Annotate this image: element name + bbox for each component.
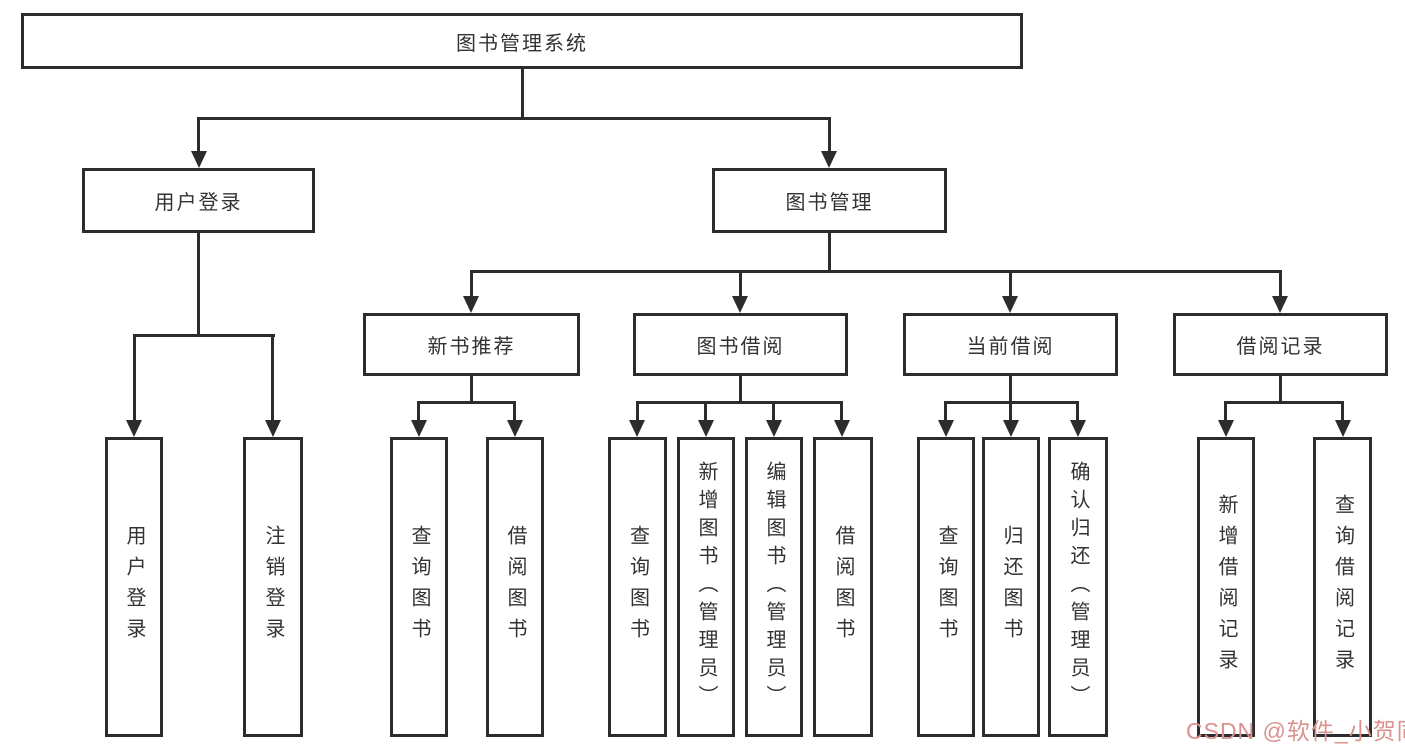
node-root-book-management-system: 图书管理系统 bbox=[21, 13, 1023, 69]
edge-current-drop-2 bbox=[1009, 401, 1012, 424]
node-user-login: 用户登录 bbox=[82, 168, 315, 233]
arrow-down-icon bbox=[1002, 296, 1018, 313]
leaf-logout: 注销登录 bbox=[243, 437, 303, 737]
edge-bookmgmt-drop-3 bbox=[1009, 270, 1012, 300]
leaf-query-borrow-record: 查询借阅记录 bbox=[1313, 437, 1372, 737]
arrow-down-icon bbox=[834, 420, 850, 437]
edge-recommend-drop-2 bbox=[513, 401, 516, 424]
edge-userlogin-stem bbox=[197, 233, 200, 336]
edge-borrow-drop-2 bbox=[704, 401, 707, 424]
arrow-down-icon bbox=[821, 151, 837, 168]
node-book-management: 图书管理 bbox=[712, 168, 947, 233]
edge-records-rail bbox=[1224, 401, 1344, 404]
leaf-query-books-borrow: 查询图书 bbox=[608, 437, 667, 737]
edge-records-drop-2 bbox=[1341, 401, 1344, 424]
leaf-query-books-current: 查询图书 bbox=[917, 437, 975, 737]
arrow-down-icon bbox=[191, 151, 207, 168]
edge-root-drop-left bbox=[197, 117, 200, 155]
arrow-down-icon bbox=[1272, 296, 1288, 313]
node-current-borrow: 当前借阅 bbox=[903, 313, 1118, 376]
edge-current-stem bbox=[1009, 376, 1012, 403]
arrow-down-icon bbox=[938, 420, 954, 437]
leaf-return-books: 归还图书 bbox=[982, 437, 1040, 737]
leaf-query-books-recommend: 查询图书 bbox=[390, 437, 448, 737]
arrow-down-icon bbox=[265, 420, 281, 437]
arrow-down-icon bbox=[629, 420, 645, 437]
edge-current-drop-1 bbox=[944, 401, 947, 424]
edge-userlogin-rail bbox=[133, 334, 275, 337]
edge-root-rail bbox=[197, 117, 831, 120]
arrow-down-icon bbox=[463, 296, 479, 313]
arrow-down-icon bbox=[698, 420, 714, 437]
edge-bookmgmt-drop-1 bbox=[470, 270, 473, 300]
node-borrow-records: 借阅记录 bbox=[1173, 313, 1388, 376]
arrow-down-icon bbox=[411, 420, 427, 437]
arrow-down-icon bbox=[126, 420, 142, 437]
edge-records-stem bbox=[1279, 376, 1282, 403]
edge-root-stem bbox=[521, 69, 524, 120]
edge-userlogin-drop-2 bbox=[271, 334, 274, 424]
edge-borrow-rail bbox=[636, 401, 843, 404]
leaf-borrow-books: 借阅图书 bbox=[813, 437, 873, 737]
leaf-edit-books-admin: 编辑图书（管理员） bbox=[745, 437, 803, 737]
edge-recommend-stem bbox=[470, 376, 473, 403]
edge-bookmgmt-drop-2 bbox=[739, 270, 742, 300]
edge-recommend-rail bbox=[417, 401, 516, 404]
leaf-add-books-admin: 新增图书（管理员） bbox=[677, 437, 735, 737]
edge-borrow-drop-3 bbox=[772, 401, 775, 424]
edge-recommend-drop-1 bbox=[417, 401, 420, 424]
edge-root-drop-right bbox=[828, 117, 831, 155]
arrow-down-icon bbox=[507, 420, 523, 437]
arrow-down-icon bbox=[1070, 420, 1086, 437]
csdn-watermark: CSDN @软件_小贺同学 bbox=[1186, 718, 1405, 744]
node-new-book-recommend: 新书推荐 bbox=[363, 313, 580, 376]
edge-bookmgmt-stem bbox=[828, 233, 831, 272]
edge-borrow-drop-1 bbox=[636, 401, 639, 424]
arrow-down-icon bbox=[732, 296, 748, 313]
arrow-down-icon bbox=[766, 420, 782, 437]
edge-bookmgmt-rail bbox=[470, 270, 1281, 273]
node-book-borrow: 图书借阅 bbox=[633, 313, 848, 376]
arrow-down-icon bbox=[1218, 420, 1234, 437]
edge-current-drop-3 bbox=[1076, 401, 1079, 424]
arrow-down-icon bbox=[1335, 420, 1351, 437]
arrow-down-icon bbox=[1003, 420, 1019, 437]
leaf-borrow-books-recommend: 借阅图书 bbox=[486, 437, 544, 737]
edge-userlogin-drop-1 bbox=[133, 334, 136, 424]
edge-borrow-stem bbox=[739, 376, 742, 403]
leaf-confirm-return-admin: 确认归还（管理员） bbox=[1048, 437, 1108, 737]
edge-borrow-drop-4 bbox=[840, 401, 843, 424]
edge-records-drop-1 bbox=[1224, 401, 1227, 424]
leaf-add-borrow-record: 新增借阅记录 bbox=[1197, 437, 1255, 737]
leaf-user-login: 用户登录 bbox=[105, 437, 163, 737]
edge-bookmgmt-drop-4 bbox=[1279, 270, 1282, 300]
